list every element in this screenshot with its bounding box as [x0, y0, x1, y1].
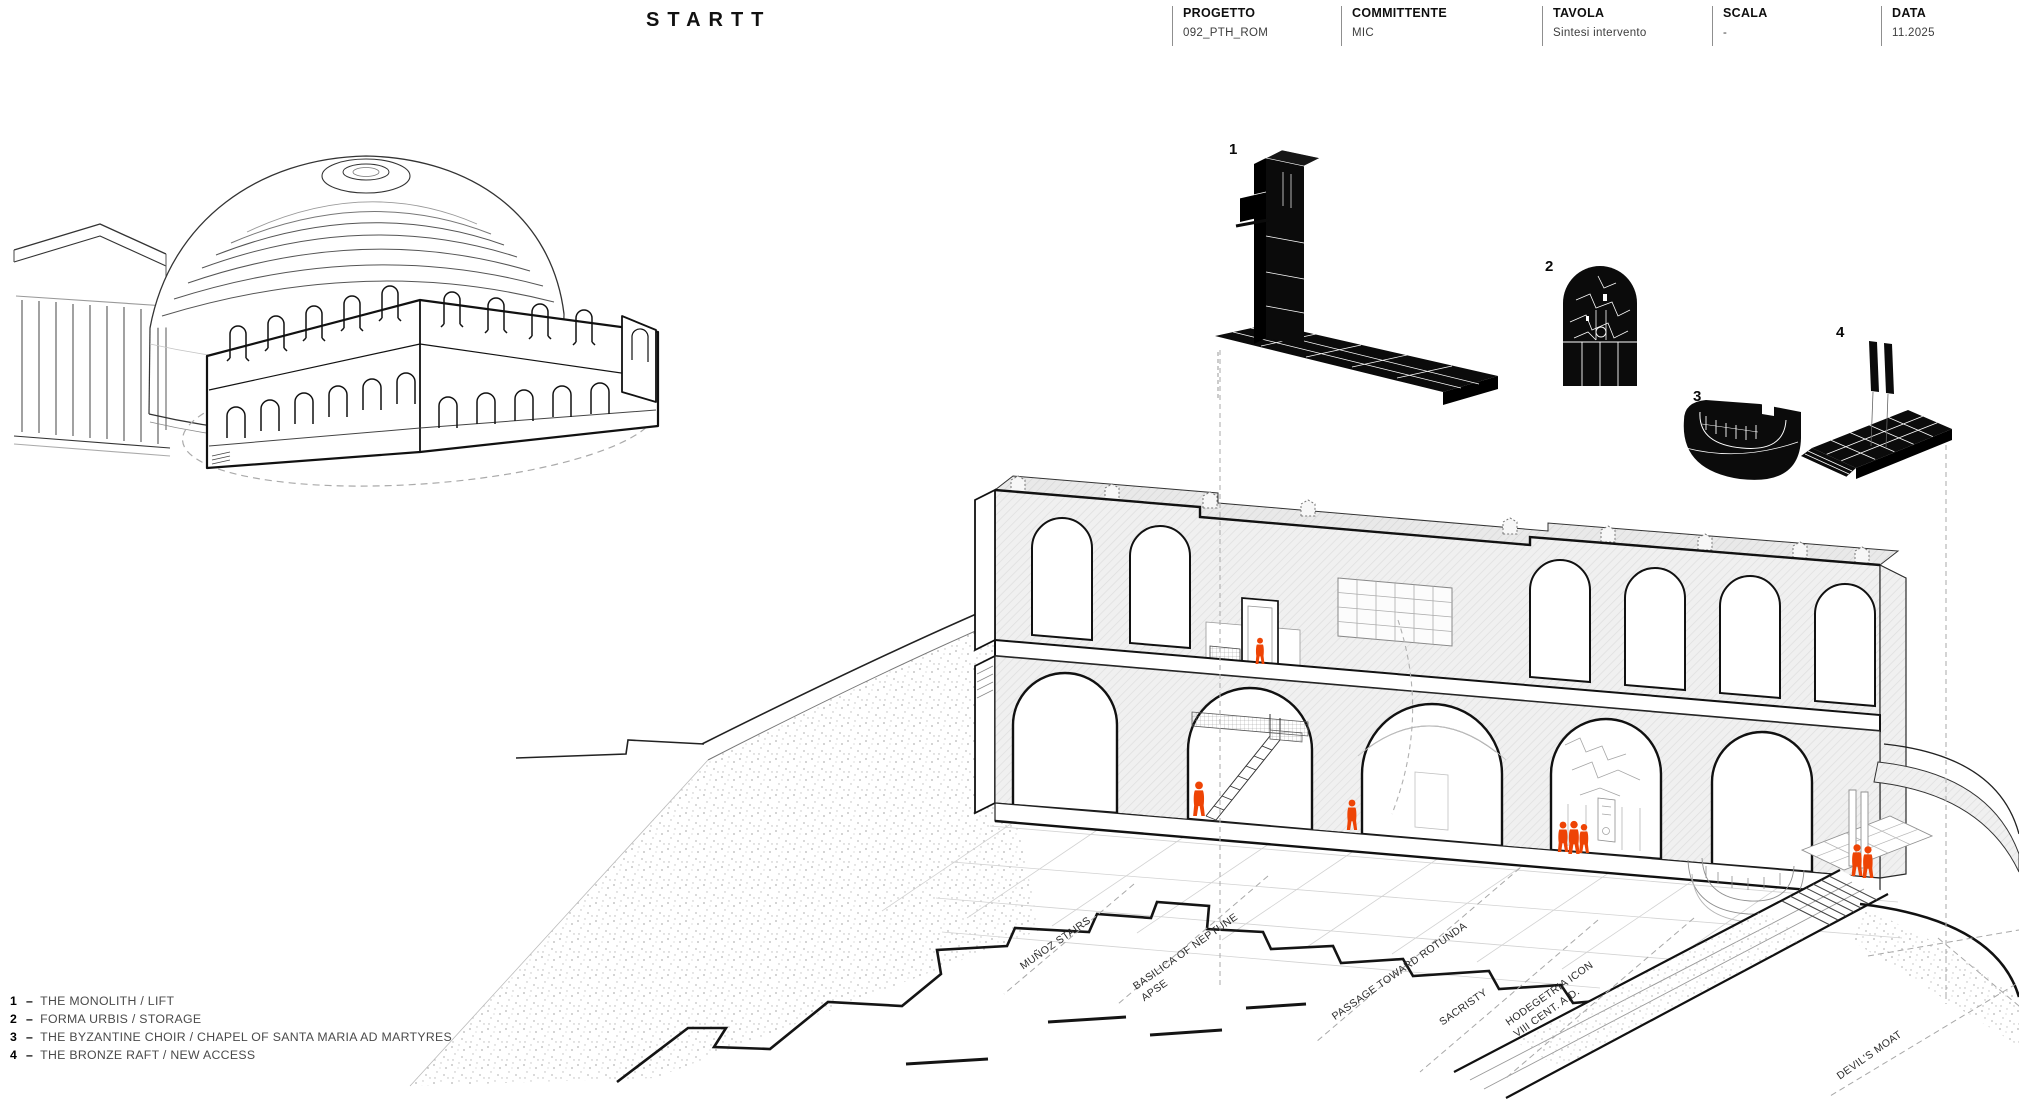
- legend-item-3: 3 – THE BYZANTINE CHOIR / CHAPEL OF SANT…: [10, 1030, 452, 1048]
- callout-3: 3: [1693, 388, 1702, 405]
- field-value: -: [1723, 27, 1728, 39]
- legend-text: FORMA URBIS / STORAGE: [40, 1012, 202, 1026]
- field-label: COMMITTENTE: [1352, 6, 1447, 20]
- logo-startt: STARTT: [646, 9, 772, 31]
- leader-line-hodegetria: [1505, 917, 1695, 1079]
- leader-line-neptune: [1117, 875, 1269, 1005]
- field-label: SCALA: [1723, 6, 1768, 20]
- legend-item-1: 1 – THE MONOLITH / LIFT: [10, 994, 452, 1012]
- roof-pinnacles: [1010, 475, 1870, 564]
- field-label: TAVOLA: [1553, 6, 1605, 20]
- field-value: MIC: [1352, 27, 1374, 39]
- field-value: 092_PTH_ROM: [1183, 27, 1269, 39]
- raft-element: [1801, 341, 1952, 479]
- legend-text: THE BYZANTINE CHOIR / CHAPEL OF SANTA MA…: [40, 1030, 453, 1044]
- leader-line-moat: [1829, 983, 2017, 1097]
- leader-line-passage: [1315, 867, 1521, 1043]
- legend-number: 3: [10, 1030, 18, 1044]
- legend-text: THE MONOLITH / LIFT: [40, 994, 175, 1008]
- retaining-wall: [702, 608, 996, 760]
- skylight-grid: [1337, 577, 1453, 647]
- callout-1: 1: [1229, 141, 1238, 158]
- moat-wall: [1854, 743, 2019, 1046]
- forma-urbis-ghost: [1564, 737, 1641, 851]
- legend-number: 1: [10, 994, 18, 1008]
- upper-doorway: [1205, 597, 1301, 671]
- monolith-element: [1215, 149, 1498, 405]
- rotunda-trace: [1391, 619, 1414, 815]
- pantheon-portico: [13, 223, 171, 457]
- exploded-elements: [1215, 149, 1952, 480]
- excavation-outline: [616, 900, 1620, 1084]
- ramp-trench: [1453, 869, 1889, 1099]
- boundary-dashed-2: [1937, 937, 2019, 1007]
- key-plan: [13, 155, 660, 487]
- field-label: PROGETTO: [1183, 6, 1256, 20]
- legend-separator: –: [26, 1048, 34, 1062]
- legend-item-4: 4 – THE BRONZE RAFT / NEW ACCESS: [10, 1048, 452, 1066]
- main-building: [974, 475, 1907, 898]
- legend-number: 4: [10, 1048, 18, 1062]
- pantheon-dome: [148, 155, 565, 443]
- titleblock-scala: SCALA -: [1712, 6, 1881, 46]
- field-value: Sintesi intervento: [1553, 27, 1647, 39]
- leader-line-sacristy: [1419, 919, 1599, 1073]
- raft-posts: [1869, 341, 1894, 449]
- titleblock-progetto: PROGETTO 092_PTH_ROM: [1172, 6, 1341, 46]
- forma-urbis-element: [1563, 266, 1637, 386]
- legend-number: 2: [10, 1012, 18, 1026]
- legend-text: THE BRONZE RAFT / NEW ACCESS: [40, 1048, 256, 1062]
- section-fragment: [205, 285, 660, 470]
- field-label: DATA: [1892, 6, 1927, 20]
- titleblock-tavola: TAVOLA Sintesi intervento: [1542, 6, 1712, 46]
- terrain-group: [409, 607, 1040, 1087]
- terrain-stipple: [410, 622, 1040, 1086]
- titleblock-committente: COMMITTENTE MIC: [1341, 6, 1542, 46]
- leader-lines: [1003, 350, 2019, 1097]
- vault-arc: [1357, 725, 1507, 831]
- title-block: PROGETTO 092_PTH_ROM COMMITTENTE MIC TAV…: [1172, 6, 2019, 46]
- choir-ghost: [1687, 857, 1805, 923]
- choir-element: [1683, 400, 1801, 480]
- upper-niches: [1031, 517, 1876, 708]
- stair-scaffold: [1191, 711, 1309, 821]
- titleblock-data: DATA 11.2025: [1881, 6, 2019, 46]
- legend-separator: –: [26, 994, 34, 1008]
- callout-4: 4: [1836, 324, 1845, 341]
- field-value: 11.2025: [1892, 27, 1935, 39]
- left-end-lower: [974, 654, 996, 815]
- boundary-dashed-1: [1867, 929, 2019, 957]
- leader-line-munoz: [1003, 883, 1135, 995]
- legend-separator: –: [26, 1030, 34, 1044]
- callout-2: 2: [1545, 258, 1554, 275]
- left-end-upper: [974, 488, 996, 652]
- legend: 1 – THE MONOLITH / LIFT 2 – FORMA URBIS …: [10, 994, 452, 1066]
- terrain-step-line: [515, 739, 705, 759]
- legend-separator: –: [26, 1012, 34, 1026]
- legend-item-2: 2 – FORMA URBIS / STORAGE: [10, 1012, 452, 1030]
